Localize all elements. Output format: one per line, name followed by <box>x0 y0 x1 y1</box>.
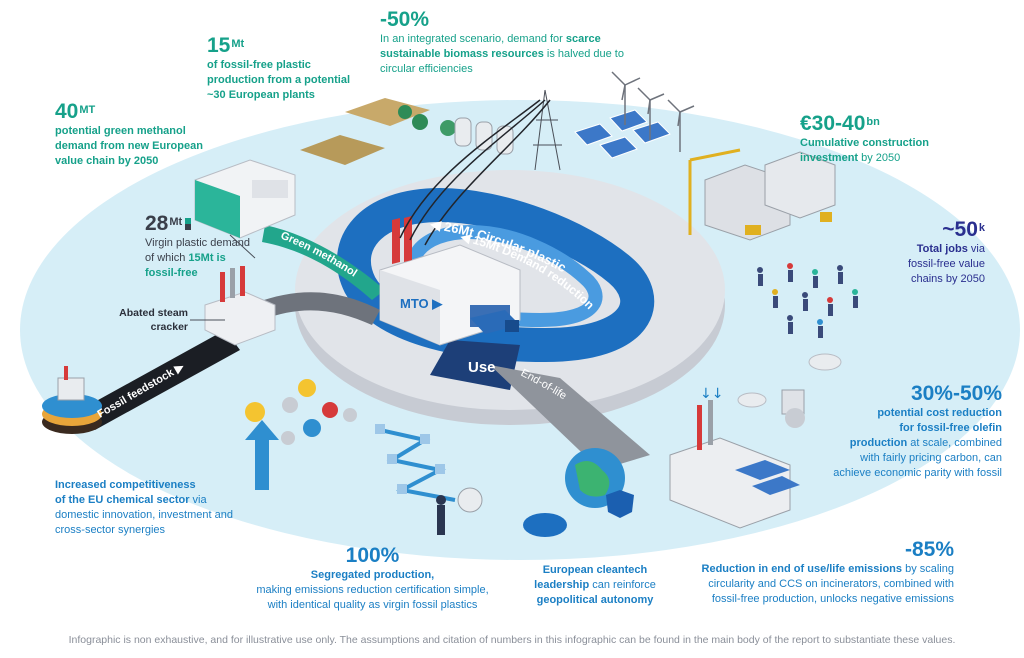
cost-line4: with fairly pricing carbon, can <box>860 452 1002 464</box>
fossil-feedstock-road <box>80 330 240 430</box>
innovation-icons-illustration <box>245 379 357 490</box>
jobs-line1b: via <box>967 243 985 255</box>
steam-cracker-illustration <box>204 266 276 346</box>
construction-stat: €30-40bn Cumulative construction investm… <box>800 112 929 166</box>
segregated-line1: Segregated production, <box>310 569 435 581</box>
truck-illustration <box>470 310 520 334</box>
mto-label: MTO ▶ <box>400 296 443 311</box>
solar-panels-illustration <box>574 109 671 159</box>
biomass-line2b: is halved due to <box>543 48 624 60</box>
construction-line2b: by 2050 <box>858 152 901 164</box>
methanol-line2: demand from new European <box>55 140 203 152</box>
incinerator-illustration: ↓↓ <box>669 386 800 529</box>
globe-illustration <box>523 448 634 537</box>
plastic15-line1: of fossil-free plastic <box>207 59 311 71</box>
oil-rig-illustration <box>42 366 102 434</box>
competitive-line1: Increased competitiveness <box>55 479 196 491</box>
use-label: Use <box>468 359 496 376</box>
biomass-line3: circular efficiencies <box>380 63 473 75</box>
svg-text:↓↓: ↓↓ <box>700 386 723 402</box>
cost-reduction-stat: 30%-50% potential cost reduction for fos… <box>820 382 1002 481</box>
methanol-value: 40 <box>55 100 79 123</box>
plastic15-line3: ~30 European plants <box>207 89 315 101</box>
plastic15-unit: Mt <box>231 38 245 50</box>
competitive-line3: domestic innovation, investment and <box>55 509 233 521</box>
power-pylon-illustration <box>399 89 562 246</box>
competitive-line2a: of the EU chemical sector <box>55 494 190 506</box>
biomass-value: -50% <box>380 8 430 31</box>
leader-lines <box>190 234 256 321</box>
cleantech-line2b: can reinforce <box>589 579 656 591</box>
segregated-value: 100% <box>345 544 400 567</box>
jobs-unit: k <box>978 222 985 234</box>
end-of-life-road <box>490 365 650 470</box>
methanol-line3: value chain by 2050 <box>55 155 159 167</box>
cleantech-line1: European cleantech <box>542 564 648 576</box>
network-illustration <box>375 424 483 535</box>
virgin-unit: Mt <box>169 216 183 228</box>
virgin-line3: fossil-free <box>145 267 198 279</box>
methanol-unit: MT <box>79 104 96 116</box>
cleantech-line2a: leadership <box>534 579 590 591</box>
construction-illustration <box>688 148 836 241</box>
jobs-line2: fossil-free value <box>907 258 985 270</box>
virgin-line2b: 15Mt is <box>188 252 226 264</box>
segregated-stat: 100% Segregated production, making emiss… <box>240 544 505 613</box>
jobs-value: ~50 <box>942 218 978 241</box>
segregated-line2: making emissions reduction certification… <box>256 584 489 596</box>
cleantech-line3: geopolitical autonomy <box>536 594 654 606</box>
emissions-stat: -85% Reduction in end of use/life emissi… <box>700 538 954 607</box>
cost-line1: potential cost reduction <box>877 407 1002 419</box>
methanol-stat: 40MT potential green methanol demand fro… <box>55 100 203 169</box>
virgin-value: 28 <box>145 212 169 235</box>
construction-unit: bn <box>866 116 880 128</box>
use-road <box>430 340 520 390</box>
cracker-road <box>250 292 380 325</box>
plastic15-value: 15 <box>207 34 231 57</box>
virgin-plastic-stat: 28Mt Virgin plastic demand of which 15Mt… <box>145 212 250 281</box>
steam-cracker-label: Abated steam cracker <box>119 307 188 333</box>
methanol-plant-illustration <box>194 159 296 239</box>
plastic15-stat: 15Mt of fossil-free plastic production f… <box>207 34 350 103</box>
construction-value: €30-40 <box>800 112 866 135</box>
emissions-line1b: by scaling <box>902 563 954 575</box>
cost-line3b: at scale, combined <box>907 437 1002 449</box>
plastic15-line2: production from a potential <box>207 74 350 86</box>
construction-line1: Cumulative construction <box>800 137 929 149</box>
footer-note: Infographic is non exhaustive, and for i… <box>68 634 956 646</box>
jobs-line1a: Total jobs <box>916 243 968 255</box>
emissions-line2: circularity and CCS on incinerators, com… <box>708 578 954 590</box>
jobs-line3: chains by 2050 <box>911 273 985 285</box>
cost-line3a: production <box>849 437 908 449</box>
biomass-tanks-illustration <box>454 117 514 155</box>
biomass-line2a: sustainable biomass resources <box>380 48 544 60</box>
green-methanol-road <box>262 225 385 300</box>
cost-line5: achieve economic parity with fossil <box>833 467 1002 479</box>
cost-line2: for fossil-free olefin <box>899 422 1002 434</box>
biomass-line1a: In an integrated scenario, demand for <box>380 33 566 45</box>
emissions-line1a: Reduction in end of use/life emissions <box>701 563 903 575</box>
wind-turbines-illustration <box>611 71 695 152</box>
segregated-line3: with identical quality as virgin fossil … <box>267 599 478 611</box>
cleantech-stat: European cleantech leadership can reinfo… <box>520 563 670 608</box>
construction-line2a: investment <box>800 152 859 164</box>
virgin-line1: Virgin plastic demand <box>145 237 250 249</box>
emissions-value: -85% <box>904 538 954 561</box>
pellets-and-coin-illustration <box>737 353 842 428</box>
methanol-line1: potential green methanol <box>55 125 186 137</box>
biomass-line1b: scarce <box>565 33 601 45</box>
cost-value: 30%-50% <box>910 382 1002 405</box>
people-crowd-illustration <box>757 263 858 338</box>
biomass-fields-illustration <box>300 98 456 165</box>
emissions-line3: fossil-free production, unlocks negative… <box>711 593 954 605</box>
circular-loop <box>337 187 655 363</box>
jobs-stat: ~50k Total jobs via fossil-free value ch… <box>890 218 985 287</box>
competitive-line4: cross-sector synergies <box>55 524 166 536</box>
biomass-stat: -50% In an integrated scenario, demand f… <box>380 8 624 77</box>
virgin-bar-icon <box>185 218 192 230</box>
virgin-line2a: of which <box>145 252 189 264</box>
competitive-line2b: via <box>189 494 207 506</box>
competitiveness-stat: Increased competitiveness of the EU chem… <box>55 478 233 538</box>
